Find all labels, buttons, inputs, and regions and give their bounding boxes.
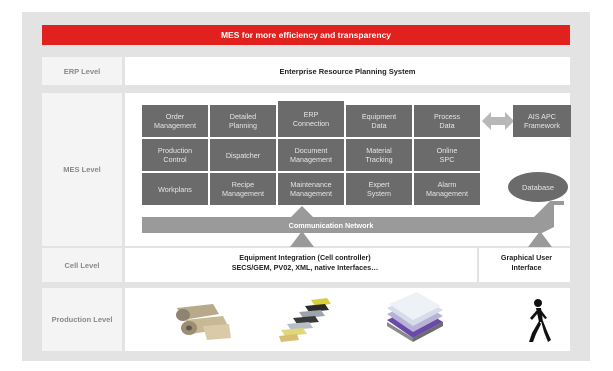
module-production-control: Production Control [142,139,208,171]
erp-system-label: Enterprise Resource Planning System [279,66,416,76]
cell-up-arrow [290,231,314,247]
wafer-layers-icon [387,292,443,342]
gui-line1: Graphical User [500,253,553,262]
production-level-label: Production Level [42,288,122,351]
module-erp-connection: ERP Connection [278,101,344,137]
module-expert-system: Expert System [346,173,412,205]
module-material-tracking: Material Tracking [346,139,412,171]
module-detailed-planning: Detailed Planning [210,105,276,137]
erp-level-label: ERP Level [42,57,122,85]
module-document-management: Document Management [278,139,344,171]
module-equipment-data: Equipment Data [346,105,412,137]
module-maintenance-management: Maintenance Management [278,173,344,205]
diagram-frame: MES for more efficiency and transparency… [22,12,590,361]
communication-network: Communication Network [142,217,520,233]
ais-apc-framework: AIS APC Framework [513,105,571,137]
module-recipe-management: Recipe Management [210,173,276,205]
erp-level-area: Enterprise Resource Planning System [125,57,570,85]
module-process-data: Process Data [414,105,480,137]
metal-rolls-icon [176,304,231,340]
module-dispatcher: Dispatcher [210,139,276,171]
walking-person-icon [529,299,551,342]
component-parts-icon [279,298,331,342]
equipment-integration-line1: Equipment Integration (Cell controller) [239,253,371,262]
module-workplans: Workplans [142,173,208,205]
cell-level-area: Equipment Integration (Cell controller) … [125,248,570,282]
equipment-integration-line2: SECS/GEM, PV02, XML, native Interfaces… [231,262,379,272]
cell-level-label: Cell Level [42,248,122,282]
mes-level-label: MES Level [42,93,122,246]
gui-line2: Interface [511,262,542,272]
gui-text: Graphical User Interface [483,253,570,272]
network-up-arrow [290,206,314,218]
cell-divider [477,248,479,282]
production-level-area [125,288,570,351]
process-ais-double-arrow [482,112,514,130]
gui-up-arrow [528,231,552,247]
module-alarm-management: Alarm Management [414,173,480,205]
mes-level-area: Order Management Detailed Planning ERP C… [125,93,571,246]
module-online-spc: Online SPC [414,139,480,171]
database-node: Database [508,172,568,202]
equipment-integration-text: Equipment Integration (Cell controller) … [155,253,455,272]
network-database-link [520,201,564,233]
banner-title: MES for more efficiency and transparency [42,25,570,45]
module-order-management: Order Management [142,105,208,137]
